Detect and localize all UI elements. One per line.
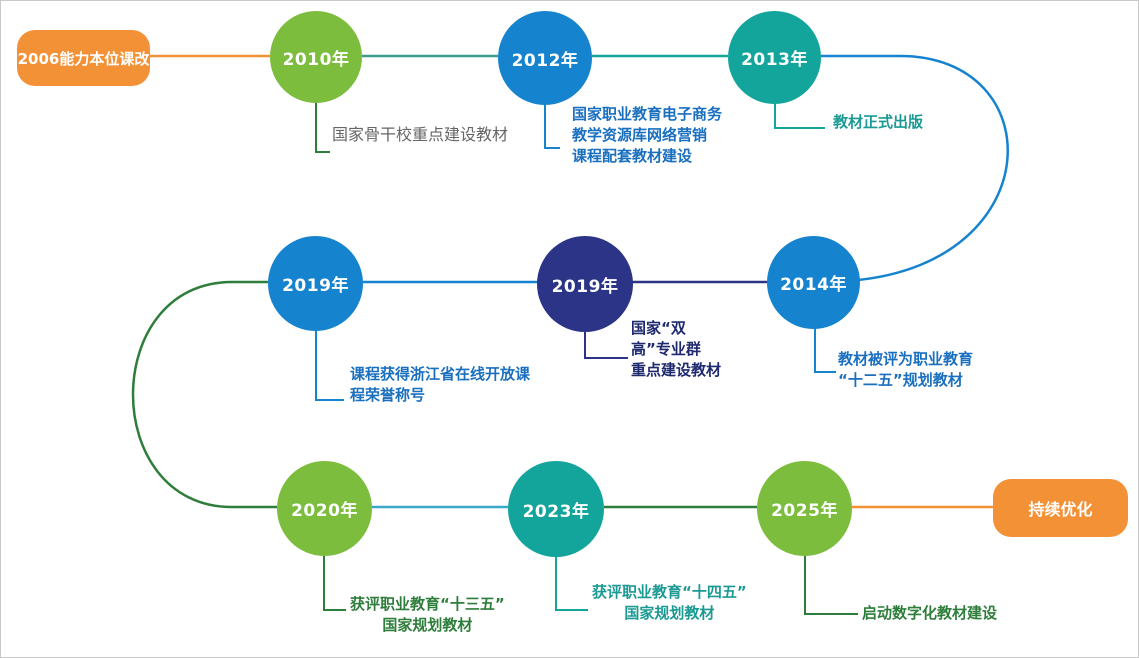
callout-2014 bbox=[814, 325, 836, 373]
milestone-node-2019-dual: 2019年 bbox=[537, 236, 633, 332]
milestone-label-2019-course: 课程获得浙江省在线开放课 程荣誉称号 bbox=[350, 365, 531, 404]
milestone-node-2019-course: 2019年 bbox=[268, 236, 363, 331]
milestone-label-2019-dual: 国家“双 高”专业群 重点建设教材 bbox=[631, 319, 722, 379]
callout-2010 bbox=[315, 100, 330, 153]
end-pill: 持续优化 bbox=[993, 479, 1128, 537]
milestone-node-2020: 2020年 bbox=[277, 461, 372, 556]
callout-2013 bbox=[774, 100, 825, 129]
milestone-node-2013: 2013年 bbox=[728, 11, 821, 104]
connector-2019a-2020 bbox=[131, 280, 277, 509]
callout-2025 bbox=[804, 552, 858, 615]
milestone-label-2010: 国家骨干校重点建设教材 bbox=[332, 125, 509, 144]
callout-2023 bbox=[555, 552, 588, 611]
callout-2019b bbox=[584, 325, 628, 359]
start-pill: 2006能力本位课改 bbox=[17, 30, 150, 86]
milestone-node-2025: 2025年 bbox=[757, 461, 852, 556]
milestone-label-2023: 获评职业教育“十四五” 国家规划教材 bbox=[592, 583, 747, 622]
milestone-node-2012: 2012年 bbox=[498, 11, 592, 105]
callout-2012 bbox=[544, 100, 560, 149]
milestone-node-2014: 2014年 bbox=[767, 236, 860, 329]
milestone-label-2020: 获评职业教育“十三五” 国家规划教材 bbox=[350, 595, 505, 634]
milestone-node-2023: 2023年 bbox=[508, 461, 604, 557]
callout-2019a bbox=[315, 325, 344, 401]
milestone-label-2025: 启动数字化教材建设 bbox=[862, 604, 998, 622]
milestone-label-2013: 教材正式出版 bbox=[833, 113, 924, 131]
milestone-label-2012: 国家职业教育电子商务 教学资源库网络营销 课程配套教材建设 bbox=[572, 105, 723, 165]
callout-2020 bbox=[323, 552, 346, 611]
connector-2013-2014 bbox=[821, 54, 1009, 282]
milestone-label-2014: 教材被评为职业教育 “十二五”规划教材 bbox=[838, 350, 974, 389]
milestone-node-2010: 2010年 bbox=[270, 11, 362, 103]
